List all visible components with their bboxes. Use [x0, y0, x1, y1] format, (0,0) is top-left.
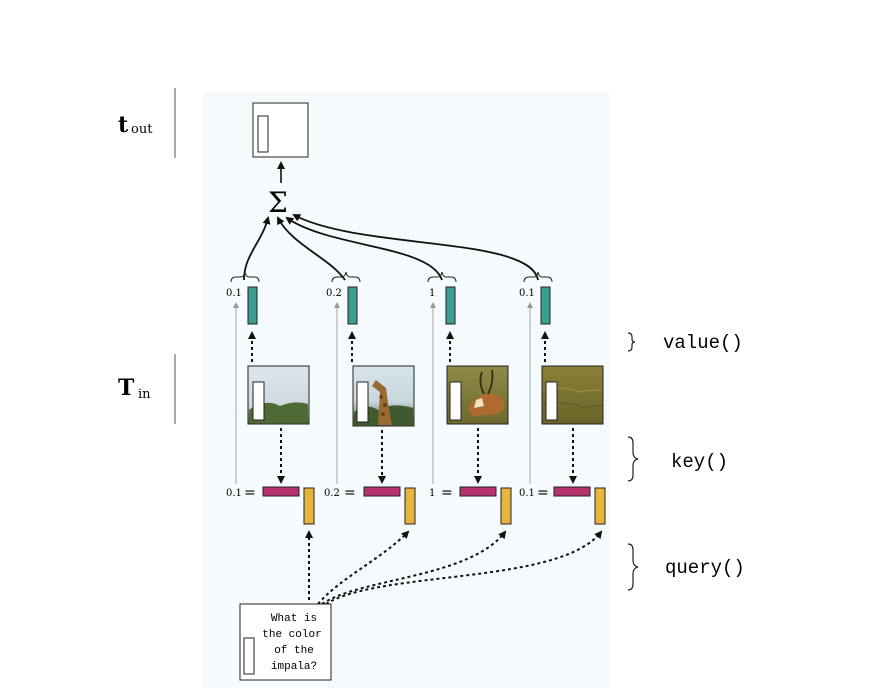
weight-2-to-sum-arrow — [277, 216, 346, 281]
impala-photo — [446, 365, 509, 425]
landscape-photo — [247, 365, 310, 425]
key-function-label: key() — [671, 451, 728, 473]
value-weight-3: 1 — [429, 288, 435, 299]
question-line-4: impala? — [271, 661, 317, 673]
weight-braces — [230, 271, 553, 283]
value-weight-1: 0.1 — [226, 288, 242, 299]
value-weight-2: 0.2 — [326, 288, 342, 299]
giraffe-photo — [352, 365, 415, 427]
query-brace — [627, 543, 639, 591]
key-vector-3 — [459, 486, 497, 497]
key-equals-2: = — [344, 485, 356, 501]
key-brace — [627, 436, 639, 482]
t-in-sub: in — [138, 387, 151, 402]
key-vector-1 — [262, 486, 300, 497]
value-weight-4: 0.1 — [519, 288, 535, 299]
value-vector-2 — [347, 286, 358, 325]
question-to-query-4-arrow — [325, 530, 603, 605]
t-in-label: T in — [118, 375, 151, 402]
question-line-1: What is — [271, 613, 317, 625]
question-line-3: of the — [274, 645, 314, 657]
query-vector-4 — [594, 487, 606, 525]
t-in-main: T — [118, 375, 135, 401]
key-weight-2: 0.2 — [324, 488, 340, 499]
key-vector-4 — [553, 486, 591, 497]
value-vector-3 — [445, 286, 456, 325]
weight-4-to-sum-arrow — [292, 214, 539, 281]
image-4-token-vector — [545, 381, 558, 421]
key-weight-3: 1 — [429, 488, 435, 499]
key-equals-3: = — [441, 485, 453, 501]
question-to-query-2-arrow — [317, 530, 410, 605]
query-function-label: query() — [665, 557, 745, 579]
t-out-main: t — [118, 112, 129, 138]
sum-symbol: Σ — [268, 186, 288, 219]
output-token-vector — [257, 115, 269, 153]
value-function-label: value() — [663, 332, 743, 354]
query-vector-3 — [500, 487, 512, 525]
t-out-sub: out — [131, 122, 153, 137]
key-vector-2 — [363, 486, 401, 497]
image-1-token-vector — [252, 381, 265, 421]
image-3-token-vector — [449, 381, 462, 421]
question-line-2: the color — [262, 629, 321, 641]
question-token-vector — [243, 637, 255, 675]
value-vector-4 — [540, 286, 551, 325]
value-vector-1 — [247, 286, 258, 325]
question-to-query-3-arrow — [321, 530, 507, 605]
key-equals-4: = — [537, 485, 549, 501]
t-out-label: t out — [118, 112, 153, 138]
question-box: What is the color of the impala? — [239, 603, 332, 681]
key-equals-1: = — [244, 485, 256, 501]
grass-photo — [541, 365, 604, 425]
query-vector-1 — [303, 487, 315, 525]
query-vector-2 — [404, 487, 416, 525]
key-weight-1: 0.1 — [226, 488, 242, 499]
value-brace — [627, 332, 636, 352]
weight-3-to-sum-arrow — [285, 216, 443, 281]
image-2-token-vector — [356, 381, 369, 423]
key-weight-4: 0.1 — [519, 488, 535, 499]
